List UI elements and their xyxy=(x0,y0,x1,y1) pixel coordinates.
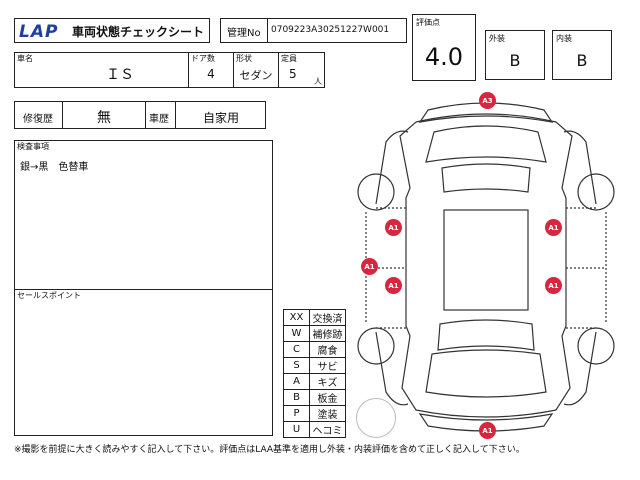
inspection-label: 検査事項 xyxy=(17,142,49,151)
rear-windshield xyxy=(437,319,535,351)
body-type-label: 形状 xyxy=(236,54,252,63)
divider xyxy=(267,19,268,42)
left-side-panel xyxy=(365,207,406,329)
capacity-value: 5 xyxy=(289,67,297,81)
divider xyxy=(145,102,146,128)
repair-history-label: 修復歴 xyxy=(23,114,53,125)
legend-code: C xyxy=(283,341,310,358)
capacity-label: 定員 xyxy=(281,54,297,63)
body-type-value: セダン xyxy=(239,69,273,82)
legend-meaning: ヘコミ xyxy=(309,421,346,438)
interior-label: 内装 xyxy=(556,34,572,43)
trunk-outline xyxy=(425,349,547,398)
legend-code: S xyxy=(283,357,310,374)
capacity-unit: 人 xyxy=(314,77,322,86)
interior-grade: B xyxy=(576,51,588,70)
divider xyxy=(188,53,189,87)
sheet-title: 車両状態チェックシート xyxy=(72,25,205,39)
legend-meaning: キズ xyxy=(309,373,346,390)
history-row: 修復歴 無 車歴 自家用 xyxy=(14,101,266,129)
score-label: 評価点 xyxy=(416,18,440,27)
divider xyxy=(278,53,279,87)
right-side-panel xyxy=(566,207,607,329)
doors-label: ドア数 xyxy=(191,54,215,63)
wheel-rear-left xyxy=(357,327,395,365)
legend-code: P xyxy=(283,405,310,422)
legend-code: A xyxy=(283,373,310,390)
wheel-front-left xyxy=(357,173,395,211)
usage-history-label: 車歴 xyxy=(149,114,169,125)
doors-value: 4 xyxy=(207,67,215,81)
footer-note: ※撮影を前提に大きく読みやすく記入して下さい。評価点はLAA基準を適用し外装・内… xyxy=(14,445,525,455)
legend-meaning: 補修跡 xyxy=(309,325,346,342)
car-name: ＩＳ xyxy=(106,67,134,83)
sales-point-label: セールスポイント xyxy=(17,291,81,300)
car-name-label: 車名 xyxy=(17,54,33,63)
front-windshield xyxy=(441,163,531,193)
management-box: 管理No 0709223A30251227W001 xyxy=(220,18,407,43)
legend-meaning: サビ xyxy=(309,357,346,374)
legend-code: U xyxy=(283,421,310,438)
hood-outline xyxy=(425,125,547,163)
inspection-text: 銀→黒 色替車 xyxy=(20,162,89,173)
title-box: LAP 車両状態チェックシート xyxy=(14,18,210,43)
legend-meaning: 塗装 xyxy=(309,405,346,422)
roof-outline xyxy=(443,209,529,311)
legend-meaning: 腐食 xyxy=(309,341,346,358)
interior-grade-box: 内装 B xyxy=(552,30,612,80)
divider xyxy=(233,53,234,87)
legend-code: W xyxy=(283,325,310,342)
rear-bumper xyxy=(418,413,554,432)
management-number: 0709223A30251227W001 xyxy=(271,25,390,35)
divider xyxy=(175,102,176,128)
car-body-outline xyxy=(399,113,573,418)
vehicle-row: 車名 ＩＳ ドア数 4 形状 セダン 定員 5 人 xyxy=(14,52,325,88)
exterior-label: 外装 xyxy=(489,34,505,43)
front-bumper xyxy=(418,102,554,123)
wheel-front-right xyxy=(577,173,615,211)
wheel-rear-right xyxy=(577,327,615,365)
lap-logo-text: LAP xyxy=(19,22,58,39)
right-side-profile xyxy=(563,130,597,406)
legend-meaning: 板金 xyxy=(309,389,346,406)
management-label: 管理No xyxy=(227,28,261,39)
sales-point-box: セールスポイント xyxy=(14,289,273,436)
repair-history-value: 無 xyxy=(97,110,111,126)
car-damage-diagram xyxy=(357,102,615,432)
score-box: 評価点 4.0 xyxy=(412,14,476,81)
stamp-circle xyxy=(356,398,396,438)
score-value: 4.0 xyxy=(424,43,464,71)
legend-code: B xyxy=(283,389,310,406)
left-side-profile xyxy=(375,130,409,406)
exterior-grade: B xyxy=(509,51,521,70)
lap-logo: LAP xyxy=(18,22,66,42)
exterior-grade-box: 外装 B xyxy=(485,30,545,80)
legend-meaning: 交換済 xyxy=(309,309,346,326)
usage-history-value: 自家用 xyxy=(202,111,239,125)
inspection-box: 検査事項 銀→黒 色替車 xyxy=(14,140,273,290)
divider xyxy=(62,102,63,128)
legend-code: XX xyxy=(283,309,310,326)
